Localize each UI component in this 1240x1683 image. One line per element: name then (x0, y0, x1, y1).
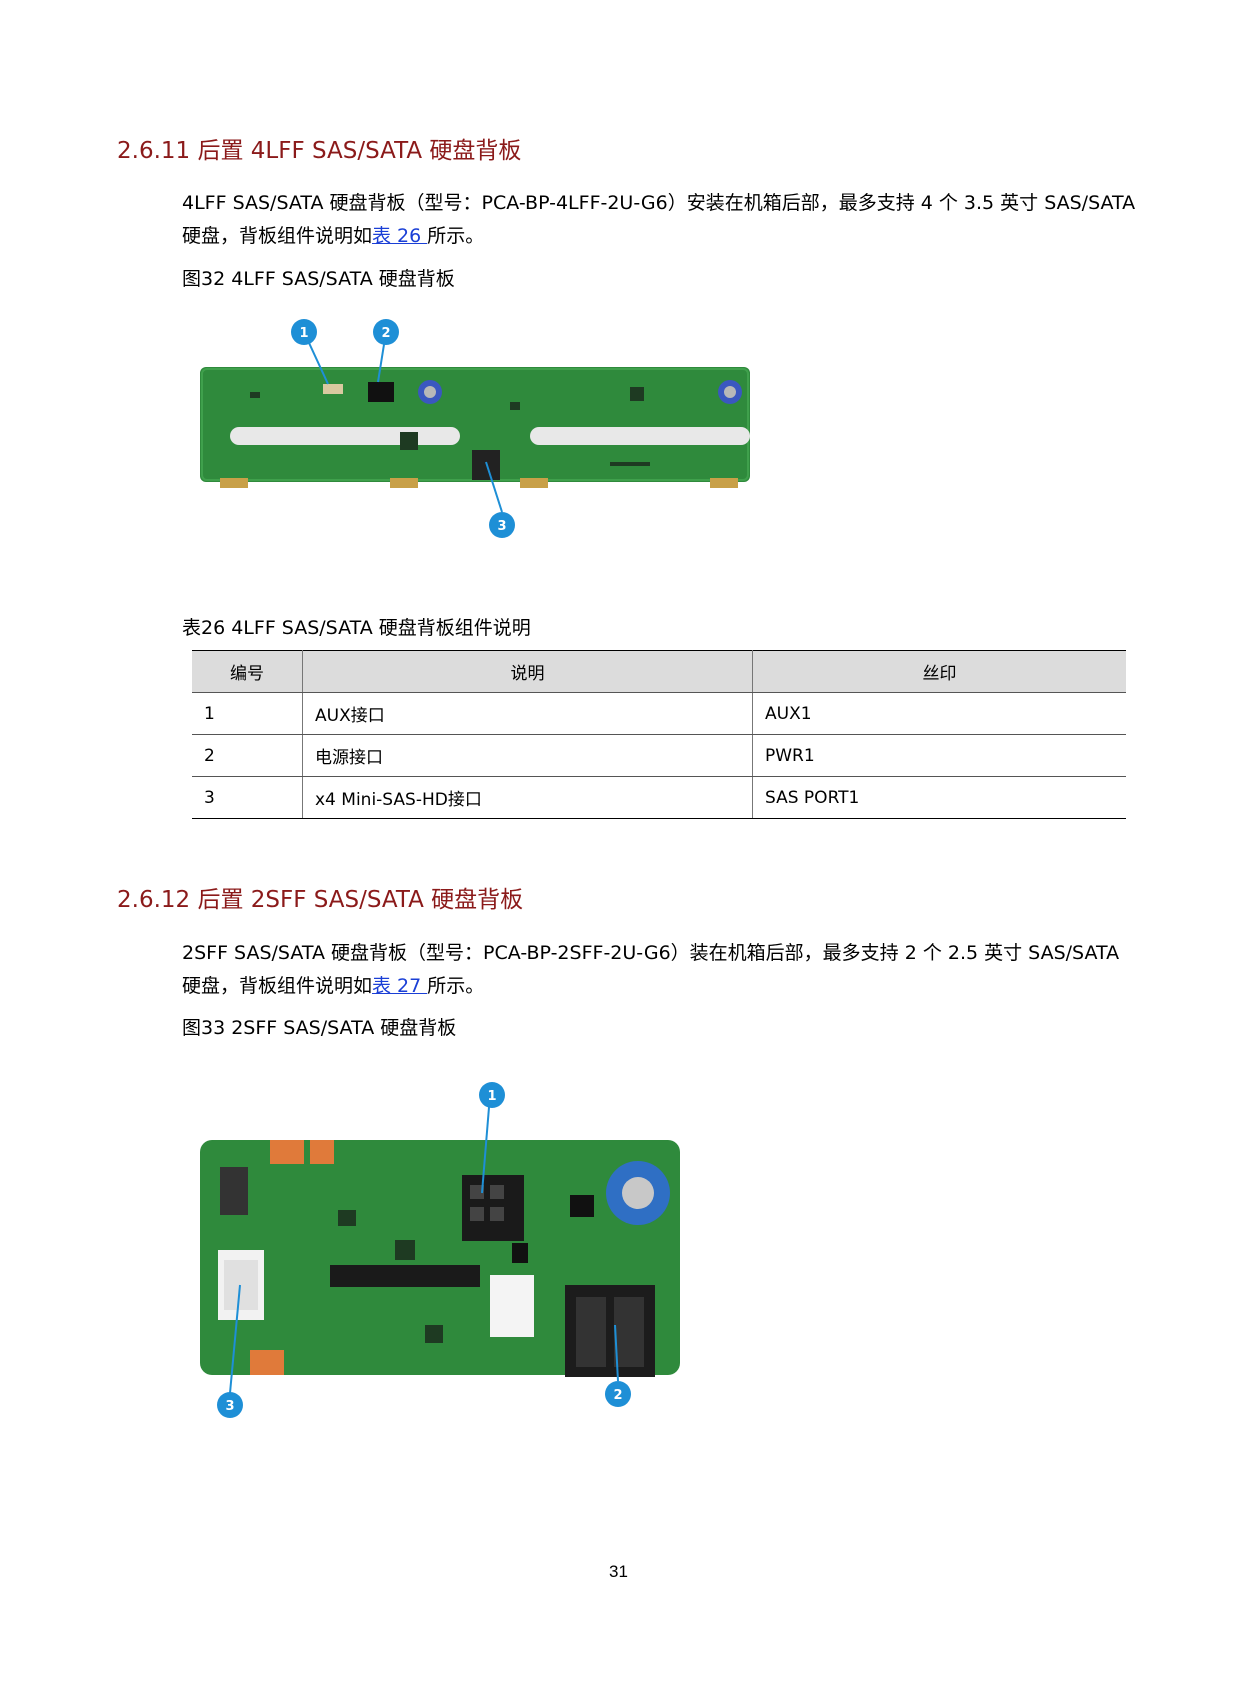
table-cell: 2 (192, 734, 303, 777)
component-table: 编号 说明 丝印 1 AUX接口 AUX1 2 电源接口 PWR1 3 x4 M… (192, 650, 1126, 819)
paragraph-text: 2SFF SAS/SATA 硬盘背板（型号：PCA-BP-2SFF-2U-G6）… (182, 942, 1120, 997)
table-row: 3 x4 Mini-SAS-HD接口 SAS PORT1 (192, 776, 1126, 819)
page-number: 31 (609, 1562, 628, 1581)
table-cell: 3 (192, 776, 303, 819)
section-heading-2-6-11: 2.6.11 后置 4LFF SAS/SATA 硬盘背板 (117, 138, 522, 164)
table-27-link[interactable]: 表 27 (372, 975, 428, 997)
table-cell: SAS PORT1 (752, 776, 1126, 819)
section-paragraph: 2SFF SAS/SATA 硬盘背板（型号：PCA-BP-2SFF-2U-G6）… (182, 937, 1142, 1003)
table-row: 1 AUX接口 AUX1 (192, 692, 1126, 735)
callout-marker (605, 1381, 631, 1407)
callout-number: 2 (613, 1388, 622, 1403)
callout-line (481, 1094, 491, 1194)
table-cell: PWR1 (752, 734, 1126, 777)
callout-line (229, 1284, 241, 1394)
callout-marker (489, 512, 515, 538)
callout-marker (479, 1082, 505, 1108)
pcb-board-4lff (200, 367, 750, 488)
callout-line (614, 1324, 619, 1382)
table-header-row: 编号 说明 丝印 (192, 650, 1126, 693)
paragraph-text-end: 所示。 (427, 225, 485, 247)
figure-caption-32: 图32 4LFF SAS/SATA 硬盘背板 (182, 268, 455, 290)
callout-number: 2 (381, 326, 390, 341)
table-cell: AUX1 (752, 692, 1126, 735)
table-caption-26: 表26 4LFF SAS/SATA 硬盘背板组件说明 (182, 617, 531, 639)
callout-number: 3 (225, 1399, 234, 1414)
table-header-cell: 编号 (192, 650, 303, 693)
callout-marker (217, 1392, 243, 1418)
table-cell: 电源接口 (302, 734, 753, 777)
figure-caption-33: 图33 2SFF SAS/SATA 硬盘背板 (182, 1017, 457, 1039)
table-26-link[interactable]: 表 26 (372, 225, 428, 247)
table-cell: x4 Mini-SAS-HD接口 (302, 776, 753, 819)
callout-marker (291, 319, 317, 345)
figure-4lff-backplane: 1 2 3 (200, 319, 750, 538)
paragraph-text-end: 所示。 (427, 975, 485, 997)
table-header-cell: 丝印 (752, 650, 1126, 693)
table-row: 2 电源接口 PWR1 (192, 734, 1126, 777)
section-heading-2-6-12: 2.6.12 后置 2SFF SAS/SATA 硬盘背板 (117, 887, 524, 913)
callout-number: 3 (497, 519, 506, 534)
figure-2sff-backplane: 1 2 3 (200, 1082, 680, 1418)
table-cell: 1 (192, 692, 303, 735)
table-header-cell: 说明 (302, 650, 753, 693)
callout-number: 1 (487, 1089, 496, 1104)
callout-number: 1 (299, 326, 308, 341)
section-paragraph: 4LFF SAS/SATA 硬盘背板（型号：PCA-BP-4LFF-2U-G6）… (182, 187, 1142, 253)
callout-marker (373, 319, 399, 345)
paragraph-text: 4LFF SAS/SATA 硬盘背板（型号：PCA-BP-4LFF-2U-G6）… (182, 192, 1136, 247)
callout-line (485, 461, 503, 513)
table-cell: AUX接口 (302, 692, 753, 735)
pcb-board-2sff (200, 1140, 680, 1377)
